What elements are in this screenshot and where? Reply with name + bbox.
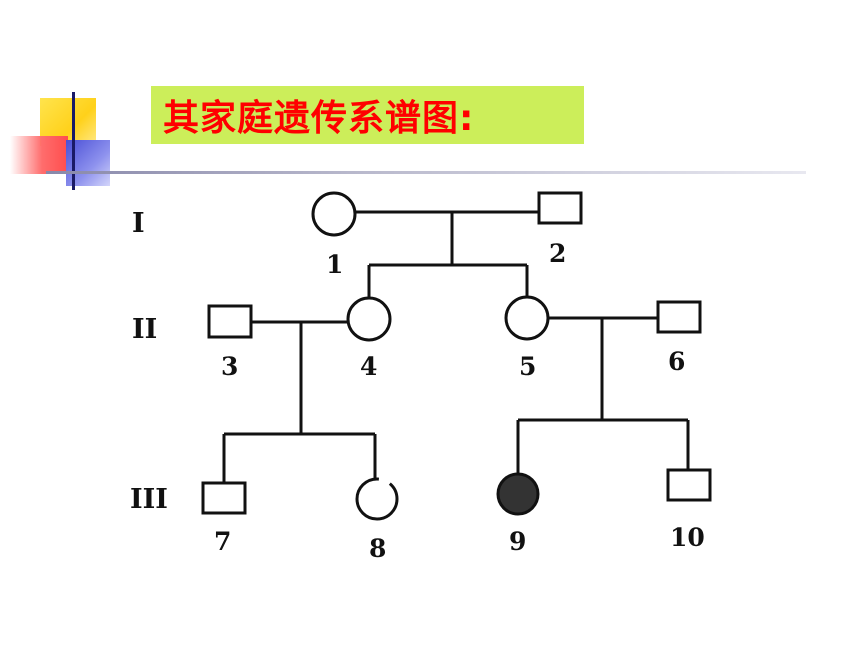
pedigree-lines (222, 210, 690, 483)
individual-9-symbol-affected (496, 472, 540, 516)
individual-label-1: 1 (326, 250, 343, 279)
individual-label-6: 6 (668, 347, 685, 376)
individual-6-symbol (656, 300, 702, 334)
individual-label-4: 4 (360, 352, 377, 381)
individual-label-8: 8 (369, 534, 386, 563)
individual-7-symbol (201, 481, 247, 515)
individual-label-9: 9 (509, 527, 526, 556)
generation-label-3: III (130, 484, 168, 515)
individual-5-symbol (504, 295, 550, 341)
page-title: 其家庭遗传系谱图: (163, 98, 475, 139)
individual-4-symbol (346, 296, 392, 342)
title-banner: 其家庭遗传系谱图: (151, 86, 584, 144)
individual-3-symbol (207, 304, 253, 339)
individual-8-symbol (355, 477, 399, 521)
individual-2-symbol (537, 191, 583, 225)
pedigree-individuals (201, 191, 712, 521)
individual-10-symbol (666, 468, 712, 502)
individual-label-5: 5 (519, 352, 536, 381)
individual-label-10: 10 (670, 523, 705, 552)
decor-red-bar (10, 136, 68, 174)
decor-vertical-line (72, 92, 75, 190)
individual-1-symbol (311, 191, 357, 237)
generation-label-1: I (132, 208, 145, 239)
decor-horizontal-rule (46, 171, 806, 174)
individual-label-7: 7 (214, 527, 231, 556)
individual-label-2: 2 (549, 239, 566, 268)
individual-label-3: 3 (221, 352, 238, 381)
generation-label-2: II (132, 314, 157, 345)
